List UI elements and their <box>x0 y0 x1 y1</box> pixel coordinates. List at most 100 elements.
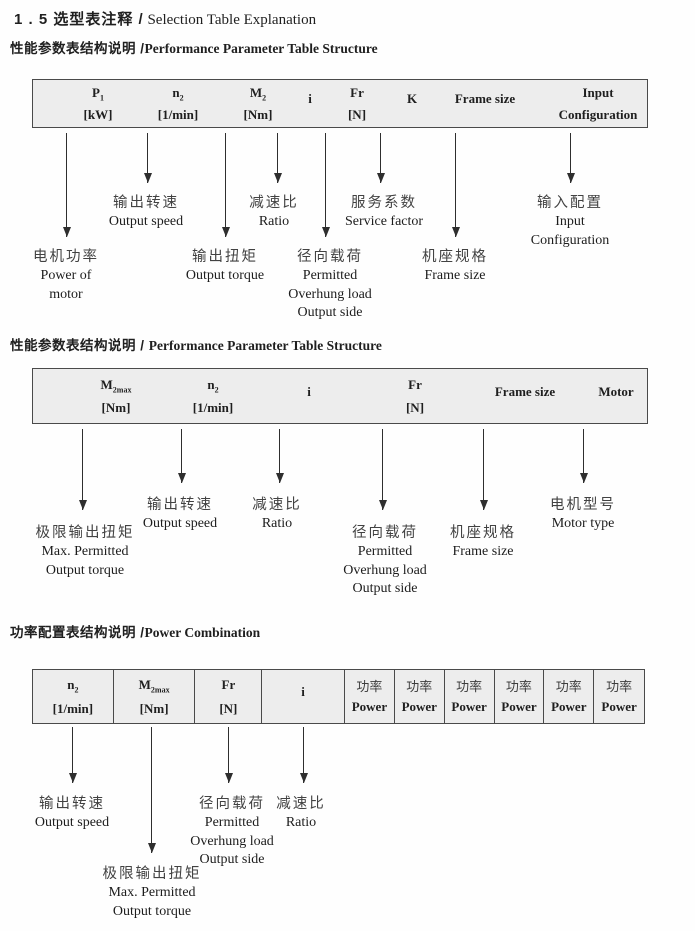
col-input-config-line1: Input <box>582 84 614 100</box>
m2max-arrow <box>147 727 156 853</box>
section2-table: M2max [Nm] n2 [1/min] i Fr [N] Frame size M… <box>32 368 648 424</box>
col-m2max: M2max [Nm] <box>114 670 196 723</box>
col-fr-symbol: Fr <box>408 377 422 393</box>
p1-arrow <box>62 133 71 237</box>
fr-arrow <box>224 727 233 783</box>
col-fr: Fr [N] <box>406 369 424 423</box>
col-fr: Fr [N] <box>348 80 366 127</box>
col-m2-symbol: M2 <box>249 84 267 103</box>
col-fr-unit: [N] <box>405 399 425 415</box>
n2-arrow <box>68 727 77 783</box>
col-m2max-symbol: M2max <box>138 677 170 695</box>
section2-heading: 性能参数表结构说明 / Performance Parameter Table … <box>10 334 382 354</box>
col-n2-unit: [1/min] <box>192 399 234 415</box>
k-arrow <box>376 133 385 183</box>
col-m2: M2 [Nm] <box>244 80 273 127</box>
col-i-symbol: i <box>307 383 311 399</box>
col-m2-unit: [Nm] <box>243 107 273 123</box>
col-p1-unit: [kW] <box>83 107 113 123</box>
col-m2max-symbol: M2max <box>100 377 132 395</box>
col-n2-symbol: n2 <box>67 677 79 695</box>
fr-arrow <box>321 133 330 237</box>
col-n2-symbol: n2 <box>207 377 219 395</box>
section2-heading-en: Performance Parameter Table Structure <box>148 338 382 353</box>
col-k-symbol: K <box>406 91 418 107</box>
col-n2-unit: [1/min] <box>157 107 199 123</box>
col-fr-unit: [N] <box>347 107 367 123</box>
section3-heading: 功率配置表结构说明 /Power Combination <box>10 621 260 641</box>
section1-heading-zh: 性能参数表结构说明 / <box>10 41 145 56</box>
m2max-arrow <box>78 429 87 510</box>
col-i: i <box>262 670 345 723</box>
section1-table: P1[kW] n2[1/min] M2 [Nm] i Fr [N] K Frame … <box>32 79 648 128</box>
col-i-symbol: i <box>308 91 312 107</box>
col-k: K <box>407 80 417 127</box>
section3-heading-zh: 功率配置表结构说明 / <box>10 625 145 640</box>
section1-heading: 性能参数表结构说明 /Performance Parameter Table S… <box>10 37 378 57</box>
motor-arrow <box>579 429 588 483</box>
n2-arrow <box>143 133 152 183</box>
frame-size-arrow <box>451 133 460 237</box>
page-title-en: Selection Table Explanation <box>143 12 317 28</box>
frame-size-arrow <box>479 429 488 510</box>
col-fr: Fr [N] <box>195 670 263 723</box>
col-i-symbol: i <box>301 683 305 699</box>
col-motor: Motor <box>598 369 633 423</box>
col-frame-size: Frame size <box>455 80 515 127</box>
col-frame-size: Frame size <box>495 369 555 423</box>
input-config-arrow <box>566 133 575 183</box>
col-m2max-unit: [Nm] <box>101 399 131 415</box>
col-i: i <box>307 369 311 423</box>
i-arrow <box>275 429 284 483</box>
col-m2max-unit: [Nm] <box>139 700 169 716</box>
section3-heading-en: Power Combination <box>144 625 261 640</box>
fr-arrow <box>378 429 387 510</box>
col-n2-unit: [1/min] <box>52 700 94 716</box>
col-n2: n2[1/min] <box>158 80 198 127</box>
col-motor-label: Motor <box>598 383 634 399</box>
section2-heading-zh: 性能参数表结构说明 / <box>10 338 149 353</box>
n2-arrow <box>177 429 186 483</box>
col-frame-size-label: Frame size <box>494 383 556 399</box>
col-fr-symbol: Fr <box>350 84 364 100</box>
col-n2: n2 [1/min] <box>193 369 233 423</box>
page-title-zh: 1 . 5 选型表注释 / <box>14 11 144 28</box>
col-p1: P1[kW] <box>84 80 113 127</box>
col-input-config-line2: Configuration <box>558 107 638 123</box>
col-fr-unit: [N] <box>219 700 238 716</box>
col-m2max: M2max [Nm] <box>101 369 132 423</box>
col-frame-size-label: Frame size <box>454 91 516 107</box>
col-n2: n2 [1/min] <box>33 670 114 723</box>
i-arrow <box>273 133 282 183</box>
i-arrow <box>299 727 308 783</box>
col-fr-symbol: Fr <box>221 677 236 693</box>
page-title: 1 . 5 选型表注释 / Selection Table Explanatio… <box>14 8 316 29</box>
col-i: i <box>308 80 312 127</box>
